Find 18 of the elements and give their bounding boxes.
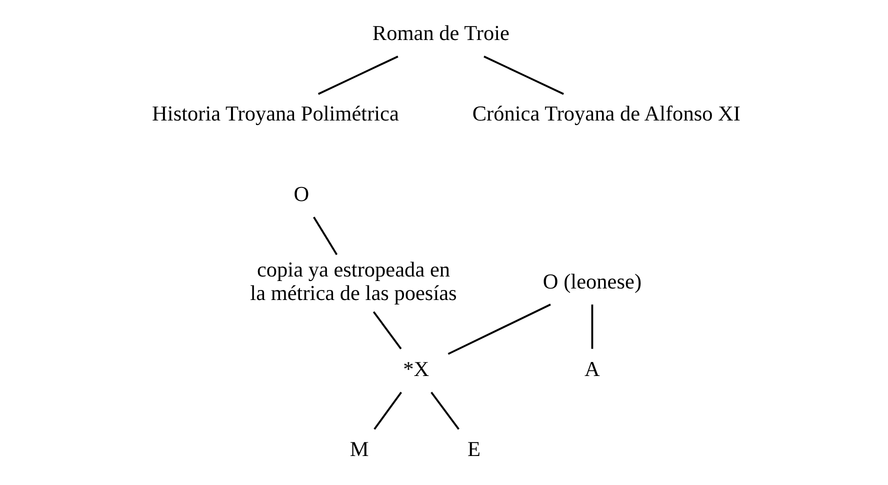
connector [312,216,338,255]
connector [317,55,398,94]
node-text: Crónica Troyana de Alfonso XI [472,101,740,126]
node-text: O (leonese) [542,268,642,293]
node-text: E [467,436,480,461]
connector [447,303,550,354]
node-text: O [293,181,309,206]
connector [483,55,564,94]
connector [430,391,459,430]
connector [373,391,402,430]
connector [372,310,402,349]
node-text: Historia Troyana Polimétrica [152,101,398,126]
node-text: copia ya estropeada en la métrica de las poesías [250,257,456,305]
connector [590,304,593,348]
node-text: Roman de Troie [372,20,509,45]
node-text: A [584,356,600,380]
node-text: *X [402,356,429,380]
node-text: M [349,436,368,461]
